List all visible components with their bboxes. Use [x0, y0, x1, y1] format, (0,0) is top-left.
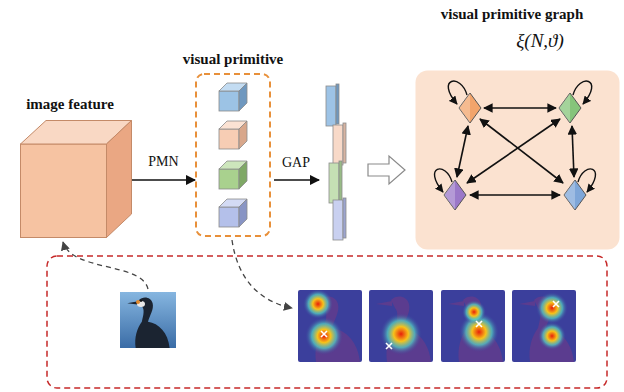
- dashed-arrow: [63, 242, 148, 289]
- feature-cube-node: image feature: [20, 120, 132, 238]
- example-region: [47, 256, 607, 388]
- graph-panel-node: visual primitive graphξ(N,ϑ): [415, 70, 620, 250]
- node-heading: visual primitive graph: [441, 5, 584, 23]
- graph-panel: [415, 70, 620, 250]
- feature-cube: [20, 120, 132, 238]
- arrow: [274, 179, 319, 181]
- heatmap: [369, 290, 433, 362]
- heatmap: [298, 289, 362, 362]
- feature-vectors: [326, 84, 346, 240]
- bird-photo: [120, 292, 176, 348]
- operation-label: GAP: [282, 155, 310, 172]
- heatmap: [441, 290, 505, 362]
- node-heading: visual primitive: [183, 50, 283, 68]
- operation-label: PMN: [148, 154, 178, 171]
- primitive-group: visual primitive: [195, 73, 271, 237]
- formula: ξ(N,ϑ): [516, 30, 564, 53]
- connector-arrow: [132, 179, 195, 181]
- primitive-box: [195, 73, 271, 237]
- heatmap: [512, 290, 576, 362]
- dashed-arrow: [232, 240, 292, 308]
- node-heading: image feature: [26, 95, 114, 113]
- hollow-arrow: [368, 156, 405, 184]
